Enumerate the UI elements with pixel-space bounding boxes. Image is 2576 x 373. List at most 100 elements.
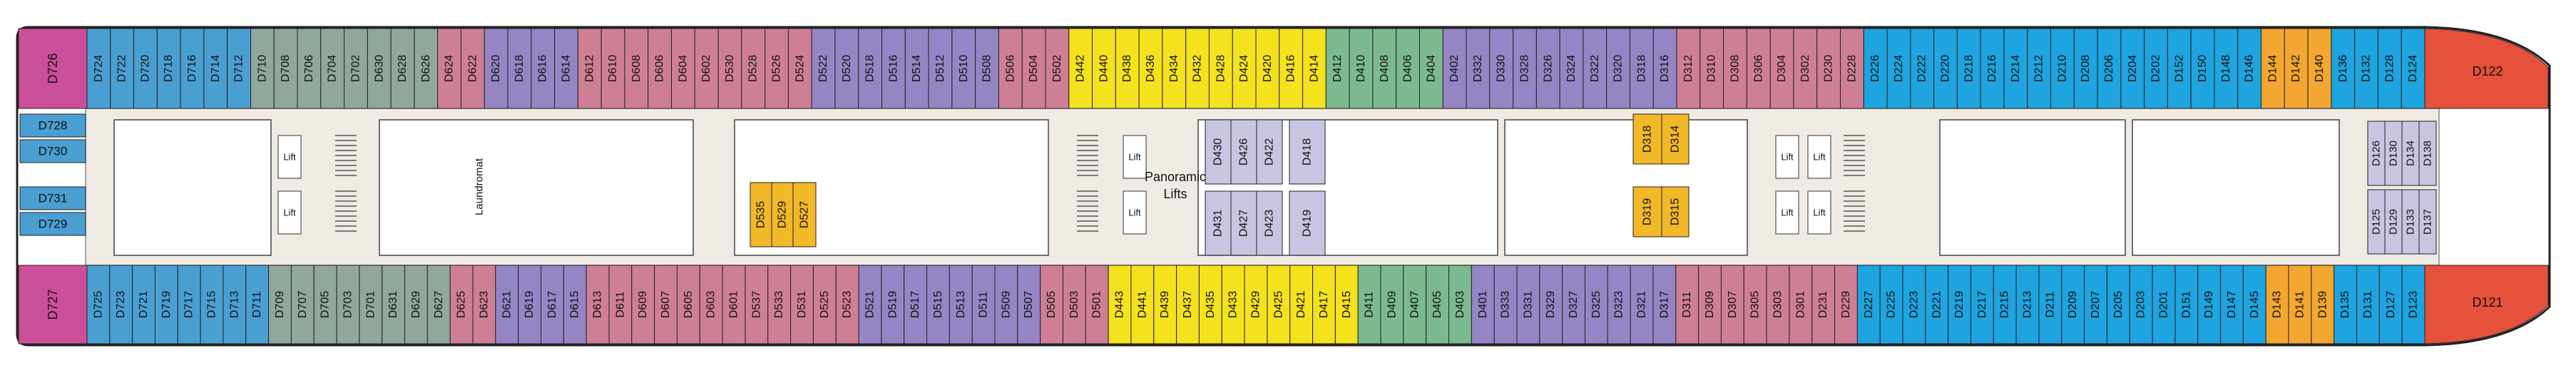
cabin-bottom[interactable]: D443: [1108, 265, 1132, 344]
cabin-top[interactable]: D432: [1185, 28, 1210, 109]
cabin-bottom[interactable]: D603: [699, 265, 723, 344]
cabin-top[interactable]: D714: [203, 28, 228, 109]
cabin-top[interactable]: D720: [133, 28, 158, 109]
cabin-bow-top[interactable]: [2424, 28, 2549, 109]
cabin-bottom[interactable]: D403: [1448, 265, 1472, 344]
cabin-bottom[interactable]: D621: [495, 265, 519, 344]
cabin-bottom[interactable]: D135: [2334, 265, 2358, 344]
cabin-bottom[interactable]: D321: [1630, 265, 1654, 344]
cabin-top[interactable]: D228: [1840, 28, 1864, 109]
cabin-top[interactable]: D206: [2097, 28, 2122, 109]
cabin-bottom[interactable]: D533: [767, 265, 792, 344]
cabin-top[interactable]: D608: [624, 28, 649, 109]
cabin-inner[interactable]: D133: [2401, 189, 2420, 255]
cabin-top[interactable]: D706: [297, 28, 322, 109]
cabin-bottom[interactable]: D415: [1334, 265, 1359, 344]
cabin-top[interactable]: D404: [1419, 28, 1443, 109]
cabin-bottom[interactable]: D703: [336, 265, 360, 344]
cabin-top[interactable]: D524: [787, 28, 812, 109]
cabin-top[interactable]: D218: [1956, 28, 1981, 109]
cabin-bottom[interactable]: D329: [1539, 265, 1563, 344]
cabin-inner[interactable]: D129: [2384, 189, 2403, 255]
cabin-bottom[interactable]: D617: [541, 265, 564, 344]
cabin-bottom[interactable]: D231: [1811, 265, 1836, 344]
cabin-bottom[interactable]: D205: [2106, 265, 2130, 344]
cabin-bottom[interactable]: D611: [608, 265, 633, 344]
cabin-top[interactable]: D526: [765, 28, 789, 109]
cabin-top[interactable]: D718: [156, 28, 181, 109]
cabin-inner[interactable]: D527: [792, 182, 817, 247]
cabin-top[interactable]: D416: [1279, 28, 1304, 109]
cabin-top[interactable]: D326: [1535, 28, 1560, 109]
cabin-stern-top[interactable]: D726: [18, 28, 88, 109]
cabin-stern-side[interactable]: D731: [19, 186, 86, 210]
cabin-top[interactable]: D306: [1746, 28, 1771, 109]
cabin-top[interactable]: D202: [2144, 28, 2168, 109]
cabin-top[interactable]: D436: [1138, 28, 1163, 109]
cabin-inner[interactable]: D430: [1205, 119, 1232, 185]
cabin-bottom[interactable]: D429: [1244, 265, 1268, 344]
cabin-bottom[interactable]: D123: [2401, 265, 2426, 344]
cabin-top[interactable]: D504: [1021, 28, 1046, 109]
cabin-bottom[interactable]: D147: [2220, 265, 2244, 344]
cabin-top[interactable]: D124: [2401, 28, 2426, 109]
cabin-bottom[interactable]: D721: [132, 265, 155, 344]
cabin-bottom[interactable]: D407: [1403, 265, 1427, 344]
cabin-top[interactable]: D310: [1700, 28, 1724, 109]
cabin-top[interactable]: D704: [320, 28, 345, 109]
cabin-top[interactable]: D628: [390, 28, 415, 109]
cabin-bottom[interactable]: D405: [1426, 265, 1450, 344]
cabin-bottom[interactable]: D227: [1856, 265, 1881, 344]
cabin-top[interactable]: D512: [928, 28, 953, 109]
cabin-top[interactable]: D316: [1652, 28, 1677, 109]
cabin-inner[interactable]: D423: [1256, 190, 1283, 256]
cabin-top[interactable]: D214: [2003, 28, 2028, 109]
cabin-top[interactable]: D308: [1723, 28, 1747, 109]
cabin-top[interactable]: D332: [1466, 28, 1491, 109]
cabin-bottom[interactable]: D437: [1176, 265, 1200, 344]
cabin-top[interactable]: D312: [1676, 28, 1701, 109]
cabin-bottom[interactable]: D439: [1153, 265, 1177, 344]
cabin-top[interactable]: D208: [2073, 28, 2098, 109]
cabin-top[interactable]: D520: [834, 28, 859, 109]
cabin-top[interactable]: D440: [1092, 28, 1116, 109]
cabin-bottom[interactable]: D605: [676, 265, 700, 344]
cabin-bottom[interactable]: D627: [426, 265, 451, 344]
cabin-inner[interactable]: D427: [1230, 190, 1257, 256]
cabin-bottom[interactable]: D501: [1085, 265, 1109, 344]
cabin-top[interactable]: D324: [1559, 28, 1584, 109]
cabin-bottom[interactable]: D401: [1471, 265, 1495, 344]
cabin-bottom[interactable]: D131: [2356, 265, 2380, 344]
cabin-bow-bottom[interactable]: [2424, 265, 2549, 344]
cabin-stern-side[interactable]: D730: [19, 139, 86, 163]
cabin-top[interactable]: D604: [671, 28, 695, 109]
cabin-stern-bottom[interactable]: D727: [18, 265, 88, 344]
cabin-bottom[interactable]: D705: [313, 265, 337, 344]
cabin-bottom[interactable]: D425: [1267, 265, 1291, 344]
cabin-bottom[interactable]: D217: [1970, 265, 1994, 344]
cabin-top[interactable]: D708: [273, 28, 298, 109]
cabin-bottom[interactable]: D219: [1948, 265, 1971, 344]
cabin-bottom[interactable]: D723: [109, 265, 133, 344]
cabin-top[interactable]: D712: [227, 28, 251, 109]
cabin-top[interactable]: D528: [741, 28, 766, 109]
cabin-bottom[interactable]: D225: [1879, 265, 1903, 344]
cabin-top[interactable]: D210: [2050, 28, 2075, 109]
cabin-bottom[interactable]: D201: [2152, 265, 2176, 344]
cabin-inner[interactable]: D126: [2367, 121, 2386, 186]
cabin-bottom[interactable]: D229: [1834, 265, 1858, 344]
cabin-bottom[interactable]: D509: [994, 265, 1018, 344]
cabin-top[interactable]: D128: [2377, 28, 2402, 109]
cabin-bottom[interactable]: D619: [518, 265, 542, 344]
cabin-inner[interactable]: D130: [2384, 121, 2403, 186]
cabin-top[interactable]: D226: [1863, 28, 1888, 109]
cabin-bottom[interactable]: D517: [904, 265, 928, 344]
cabin-top[interactable]: D132: [2354, 28, 2378, 109]
cabin-top[interactable]: D630: [367, 28, 392, 109]
cabin-bottom[interactable]: D511: [971, 265, 996, 344]
cabin-inner[interactable]: D419: [1289, 190, 1326, 256]
cabin-top[interactable]: D626: [414, 28, 439, 109]
cabin-top[interactable]: D328: [1513, 28, 1537, 109]
cabin-bottom[interactable]: D525: [812, 265, 837, 344]
cabin-bottom[interactable]: D537: [745, 265, 769, 344]
